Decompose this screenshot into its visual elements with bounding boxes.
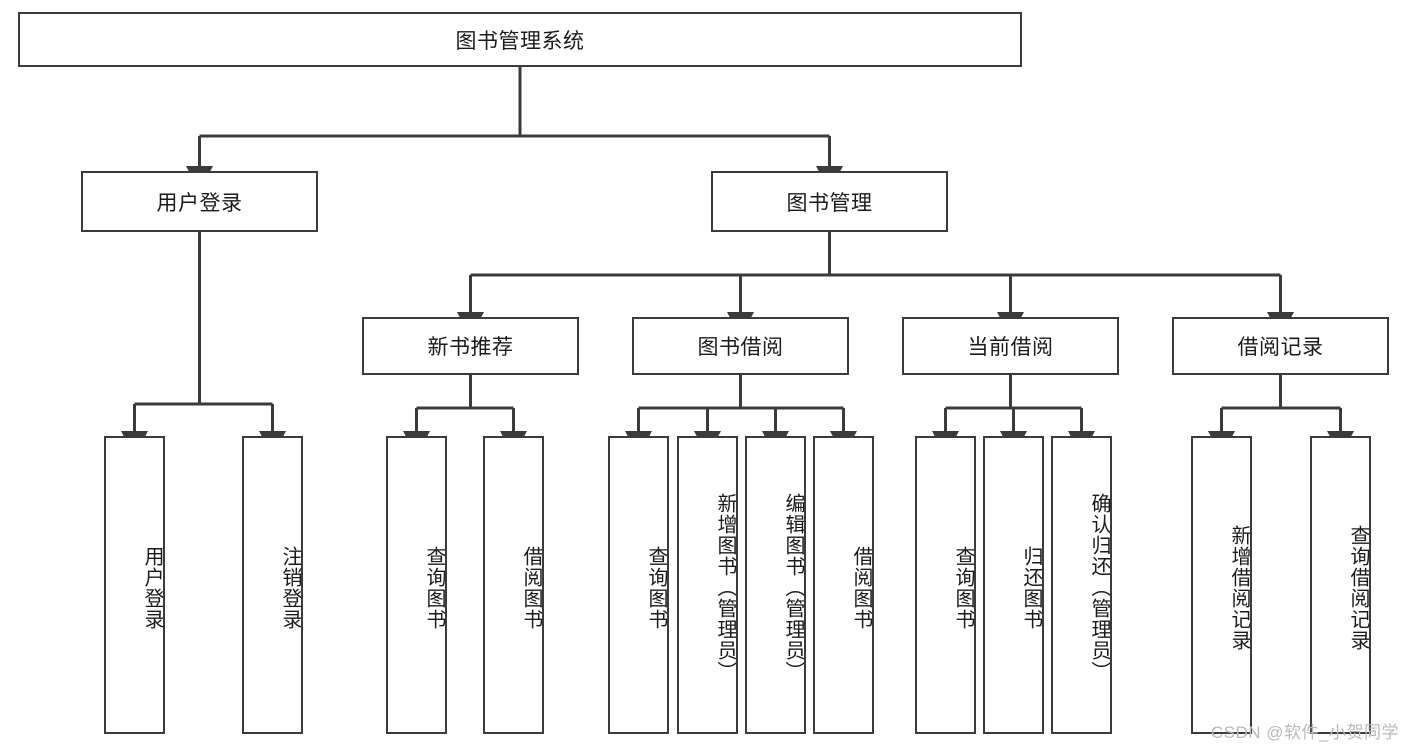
node-leaf-query-book-3-label: 查询图书 xyxy=(952,546,974,630)
node-leaf-user-login[interactable]: 用户登录 xyxy=(104,436,165,734)
node-book-management-label: 图书管理 xyxy=(786,191,873,215)
node-new-book-recommend[interactable]: 新书推荐 xyxy=(362,317,579,375)
node-borrow-record-label: 借阅记录 xyxy=(1237,336,1324,359)
node-book-management[interactable]: 图书管理 xyxy=(711,171,948,232)
node-leaf-query-book-1[interactable]: 查询图书 xyxy=(386,436,447,734)
node-leaf-borrow-book-1-label: 借阅图书 xyxy=(520,546,542,630)
node-leaf-borrow-book-2[interactable]: 借阅图书 xyxy=(813,436,874,734)
node-leaf-query-book-3[interactable]: 查询图书 xyxy=(915,436,976,734)
node-leaf-confirm-return-label: 确认归还（管理员） xyxy=(1088,492,1110,682)
node-leaf-borrow-book-1[interactable]: 借阅图书 xyxy=(483,436,544,734)
node-leaf-confirm-return[interactable]: 确认归还（管理员） xyxy=(1051,436,1112,734)
node-leaf-edit-book-label: 编辑图书（管理员） xyxy=(782,492,804,682)
csdn-watermark: CSDN @软件_小贺同学 xyxy=(1210,723,1399,742)
node-user-login[interactable]: 用户登录 xyxy=(81,171,318,232)
node-leaf-user-logout-label: 注销登录 xyxy=(279,546,301,630)
node-root-label: 图书管理系统 xyxy=(455,29,585,53)
node-borrow-record[interactable]: 借阅记录 xyxy=(1172,317,1389,375)
node-current-borrow[interactable]: 当前借阅 xyxy=(902,317,1119,375)
node-leaf-query-book-2[interactable]: 查询图书 xyxy=(608,436,669,734)
node-leaf-query-record-label: 查询借阅记录 xyxy=(1347,525,1369,651)
node-leaf-add-book[interactable]: 新增图书（管理员） xyxy=(677,436,738,734)
node-leaf-return-book[interactable]: 归还图书 xyxy=(983,436,1044,734)
node-leaf-query-record[interactable]: 查询借阅记录 xyxy=(1310,436,1371,734)
node-leaf-borrow-book-2-label: 借阅图书 xyxy=(850,546,872,630)
node-leaf-query-book-2-label: 查询图书 xyxy=(645,546,667,630)
node-leaf-user-login-label: 用户登录 xyxy=(141,546,163,630)
node-leaf-add-record-label: 新增借阅记录 xyxy=(1228,525,1250,651)
node-book-borrow[interactable]: 图书借阅 xyxy=(632,317,849,375)
node-leaf-add-record[interactable]: 新增借阅记录 xyxy=(1191,436,1252,734)
node-book-borrow-label: 图书借阅 xyxy=(697,336,784,359)
node-leaf-add-book-label: 新增图书（管理员） xyxy=(714,492,736,682)
node-leaf-edit-book[interactable]: 编辑图书（管理员） xyxy=(745,436,806,734)
node-current-borrow-label: 当前借阅 xyxy=(967,336,1054,359)
node-root[interactable]: 图书管理系统 xyxy=(18,12,1022,67)
node-leaf-query-book-1-label: 查询图书 xyxy=(423,546,445,630)
node-user-login-label: 用户登录 xyxy=(156,191,243,215)
node-new-book-recommend-label: 新书推荐 xyxy=(427,336,514,359)
node-leaf-return-book-label: 归还图书 xyxy=(1020,546,1042,630)
node-leaf-user-logout[interactable]: 注销登录 xyxy=(242,436,303,734)
